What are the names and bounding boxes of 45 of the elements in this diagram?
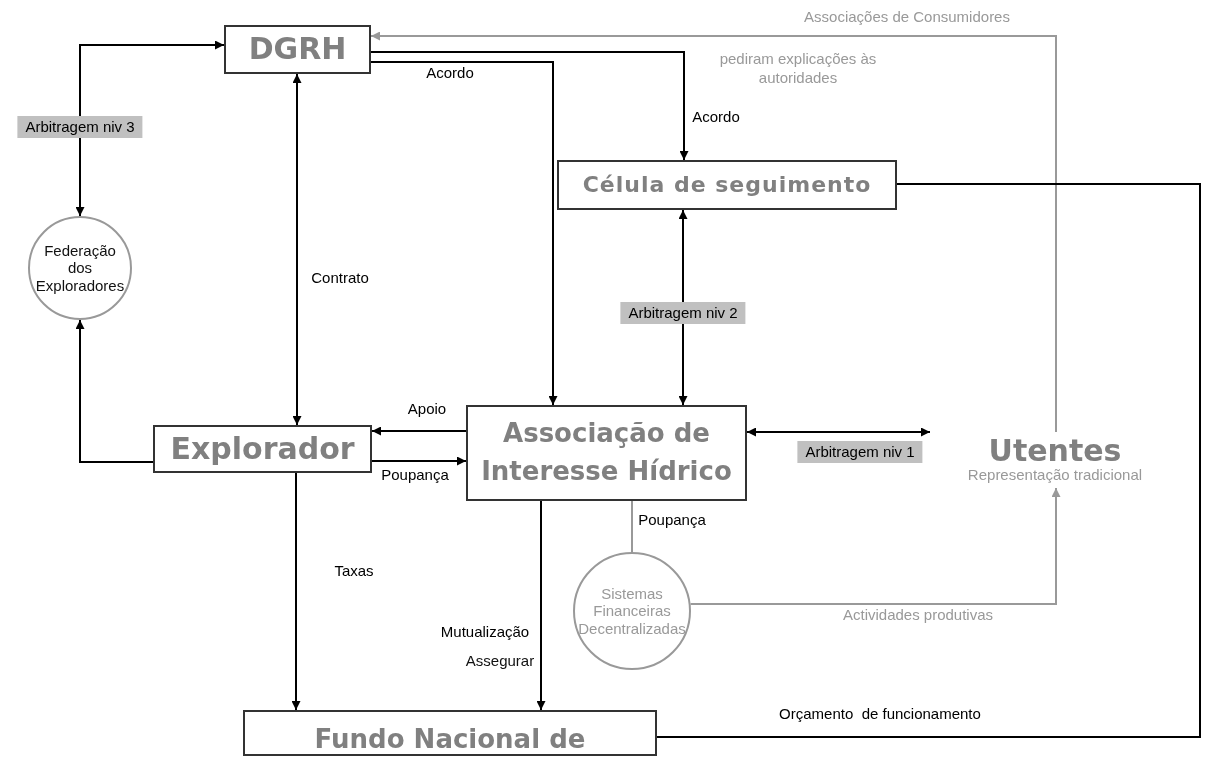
node-title: Explorador xyxy=(170,431,355,467)
edge-label: Contrato xyxy=(310,269,370,287)
arrow xyxy=(370,31,1057,433)
note-text: pediram explicações às autoridades xyxy=(718,50,878,88)
edge-label: Poupança xyxy=(637,511,707,529)
entity-box xyxy=(243,710,657,756)
edge-label: Acordo xyxy=(425,64,475,82)
arrow xyxy=(746,427,931,437)
node-title: Célula de seguimento xyxy=(582,172,872,198)
arrow xyxy=(75,40,225,217)
arrow xyxy=(75,319,154,463)
edge-label: Poupança xyxy=(380,466,450,484)
connector-line xyxy=(656,183,1201,738)
arrow xyxy=(292,73,302,426)
arrow xyxy=(371,426,467,436)
node-title: Federação dos Exploradores xyxy=(34,242,126,294)
node-title: Sistemas Financeiras Decentralizadas xyxy=(577,585,687,637)
node-subtitle: Representação tradicional xyxy=(967,466,1143,484)
connector-line xyxy=(631,500,633,553)
entity-box xyxy=(224,25,371,74)
arrow xyxy=(291,472,301,711)
edge-label: Arbitragem niv 3 xyxy=(17,116,143,138)
edge-label: Acordo xyxy=(691,108,741,126)
node-title: Utentes xyxy=(988,436,1122,467)
node-title: Associação de Interesse Hídrico xyxy=(480,417,733,488)
edge-label: Orçamento de funcionamento xyxy=(778,705,982,723)
entity-box xyxy=(557,160,897,210)
edge-label: Actividades produtivas xyxy=(841,606,995,624)
note-text: Assegurar xyxy=(464,651,536,671)
edge-label: Apoio xyxy=(406,400,448,418)
arrow xyxy=(536,500,546,711)
edge-label: Taxas xyxy=(333,562,375,580)
arrow xyxy=(678,209,688,406)
node-title: DGRH xyxy=(248,32,347,67)
arrow xyxy=(371,456,467,466)
edge-label: Mutualização xyxy=(439,623,531,641)
node-title: Fundo Nacional de xyxy=(314,725,586,754)
arrow xyxy=(689,487,1061,605)
arrow xyxy=(370,51,689,161)
arrow xyxy=(370,61,558,406)
edge-label: Associações de Consumidores xyxy=(803,8,1011,26)
entity-box xyxy=(153,425,372,473)
edge-label: Arbitragem niv 2 xyxy=(620,302,746,324)
entity-box xyxy=(466,405,747,501)
edge-label: Arbitragem niv 1 xyxy=(797,441,923,463)
